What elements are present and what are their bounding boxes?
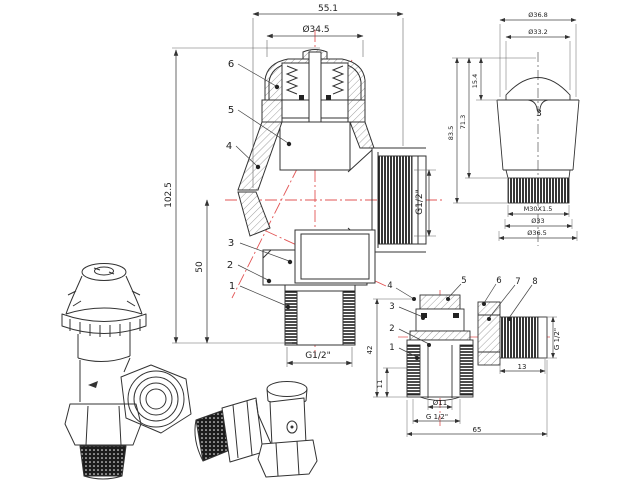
body-callout-4: 4 — [387, 281, 392, 291]
head-dim-total-height: 83.5 — [447, 126, 455, 140]
valve-isometric-view — [61, 263, 192, 480]
head-dim-base-diameter: Ø36.5 — [527, 229, 547, 237]
body-callout-3: 3 — [389, 302, 394, 312]
valve-body-detail — [398, 290, 550, 428]
body-dim-height: 42 — [366, 346, 374, 355]
body-dim-side-thread-length: 13 — [518, 363, 527, 371]
dim-bottom-thread: G1/2" — [305, 351, 331, 361]
body-callout-2: 2 — [389, 324, 394, 334]
callout-1: 1 — [229, 281, 235, 292]
head-dim-thread: M30X1.5 — [524, 205, 553, 213]
dim-top-width: 55.1 — [318, 4, 338, 14]
body-dim-bottom-thread: G 1/2" — [426, 413, 448, 421]
main-section-view — [225, 30, 442, 358]
head-dimensions — [452, 18, 578, 241]
dim-lower-height: 50 — [195, 261, 205, 273]
body-callout-leaders — [395, 283, 533, 360]
dim-total-height: 102.5 — [164, 182, 174, 208]
thermostatic-head-detail — [496, 52, 580, 246]
head-callout-3: 3 — [536, 109, 542, 119]
main-dimensions — [172, 11, 436, 367]
body-dim-thread-height: 11 — [376, 380, 384, 389]
callout-2: 2 — [227, 260, 233, 271]
body-dim-bore: Ø11 — [433, 399, 447, 407]
lockshield-isometric-view — [194, 381, 318, 478]
head-dim-outer-diameter: Ø36.8 — [528, 11, 548, 19]
callout-5: 5 — [228, 105, 234, 116]
head-dim-body-height: 71.3 — [459, 115, 467, 129]
main-callouts — [235, 63, 293, 310]
head-dim-thread-diameter: Ø33 — [531, 217, 544, 225]
head-dim-cap-diameter: Ø33.2 — [528, 28, 548, 36]
body-dim-side-thread: G 1/2" — [553, 328, 561, 350]
body-dim-total-width: 65 — [473, 426, 482, 434]
body-callout-1: 1 — [389, 343, 394, 353]
body-callout-7: 7 — [515, 277, 520, 287]
body-callout-5: 5 — [461, 276, 466, 286]
body-callout-6: 6 — [496, 276, 501, 286]
body-callout-8: 8 — [532, 277, 537, 287]
callout-6: 6 — [228, 59, 234, 70]
body-dimensions — [373, 298, 557, 437]
head-dim-cap-height: 15.4 — [471, 74, 479, 88]
callout-4: 4 — [226, 141, 232, 152]
dim-side-thread: G1/2" — [415, 189, 425, 215]
dim-cap-diameter: Ø34.5 — [302, 24, 329, 35]
callout-3: 3 — [228, 238, 234, 249]
